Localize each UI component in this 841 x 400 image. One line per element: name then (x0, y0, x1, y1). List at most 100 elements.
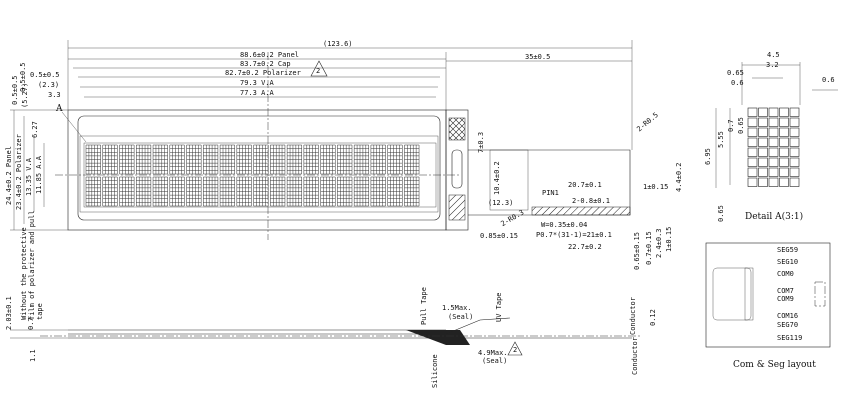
char-cell (119, 144, 135, 175)
detail-dot (779, 177, 789, 187)
uv-tape-label: UV Tape (495, 292, 503, 322)
layout-frame (705, 242, 831, 348)
dim-fpc-24: 2.4±0.3 (655, 228, 663, 258)
pull-tape-label: Pull Tape (420, 287, 428, 325)
detail-h695: 6.95 (704, 148, 712, 165)
com0-label: COM0 (777, 270, 794, 278)
dim-cap: 83.7±0.2 Cap (240, 60, 291, 68)
dim-side-thickness: 2.03±0.1 (5, 296, 13, 330)
seal-hatch-top (448, 117, 466, 141)
dim-fpc-104: 10.4±0.2 (493, 161, 501, 195)
dim-fpc-7: 7±0.3 (477, 131, 485, 153)
char-cell (169, 176, 185, 207)
detail-dot (789, 127, 800, 137)
dim-side-11: 1.1 (29, 349, 37, 362)
dim-012: 0.12 (649, 309, 657, 326)
cap-region (445, 109, 469, 231)
detail-dot (789, 157, 800, 167)
com9-label: COM9 (777, 295, 794, 303)
char-cell (353, 144, 370, 175)
detail-title: Detail A(3:1) (745, 212, 804, 222)
dim-left-top-05: 0.5±0.5 (11, 75, 19, 105)
dim-fpc-1b: 1±0.15 (665, 226, 673, 252)
view-area (79, 135, 439, 213)
ic-chip (451, 149, 463, 189)
char-cell (387, 144, 403, 175)
char-cell (102, 144, 118, 175)
char-cell (286, 176, 302, 207)
dim-fpc-1: 1±0.15 (643, 183, 669, 191)
layout-panel (712, 267, 752, 321)
silicone-label: Silicone (431, 354, 439, 388)
dim-fpc-44: 4.4±0.2 (675, 162, 683, 192)
revision-number: 2 (513, 346, 518, 354)
fpc-stiffener (489, 149, 529, 211)
detail-dot (758, 147, 768, 157)
pin1-label: PIN1 (542, 189, 559, 197)
char-cell (353, 176, 370, 207)
detail-dot (779, 167, 789, 177)
com-seg-layout (705, 242, 831, 348)
com7-label: COM7 (777, 287, 794, 295)
detail-dot (758, 167, 768, 177)
detail-h065: 0.65 (737, 117, 745, 134)
char-cell (370, 176, 386, 207)
detail-h555: 5.55 (717, 131, 725, 148)
detail-dot (789, 177, 800, 187)
detail-w06b: 0.6 (822, 76, 835, 84)
detail-dot (758, 177, 768, 187)
detail-dot (758, 157, 768, 167)
char-cell (286, 144, 302, 175)
dim-polarizer-height: 23.4±0.2 Polarizer (15, 134, 23, 210)
char-cell (219, 144, 235, 175)
detail-dot (779, 127, 789, 137)
detail-dot (779, 157, 789, 167)
detail-dot (758, 107, 768, 117)
detail-dot (768, 127, 779, 137)
side-view (10, 317, 640, 356)
char-cell (136, 176, 152, 207)
layout-title: Com & Seg layout (733, 360, 816, 370)
uv-tape-line (445, 317, 511, 335)
dim-left-33: 3.3 (48, 91, 61, 99)
seal-label-1: (Seal) (448, 313, 474, 321)
detail-dot (789, 117, 800, 127)
dim-panel-height: 24.4±0.2 Panel (5, 145, 13, 205)
detail-dot (768, 107, 779, 117)
seg119-label: SEG119 (777, 334, 803, 342)
detail-h065b: 0.65 (717, 205, 725, 222)
dim-overall: (123.6) (323, 40, 353, 48)
char-cell (387, 176, 403, 207)
dim-left-627: 6.27 (31, 121, 39, 138)
dim-fpc-207: 20.7±0.1 (568, 181, 602, 189)
char-cell (119, 176, 135, 207)
detail-a (715, 62, 838, 188)
conductor-label-bottom: Conductor (631, 337, 639, 375)
detail-dot (768, 137, 779, 147)
top-dimensions: (123.6) 88.6±0.2 Panel 83.7±0.2 Cap 82.7… (30, 40, 633, 150)
dim-va-height: 13.35 V.A (25, 158, 33, 196)
char-cell (320, 144, 336, 175)
detail-dot (758, 117, 768, 127)
char-cell (270, 176, 286, 207)
dim-fpc-2x08: 2-0.8±0.1 (572, 197, 610, 205)
detail-dot (789, 147, 800, 157)
dim-fpc-123: (12.3) (488, 199, 514, 207)
char-cell (136, 144, 152, 175)
char-cell (370, 144, 386, 175)
detail-dot (758, 127, 768, 137)
char-cell (337, 176, 353, 207)
dim-fpc-227: 22.7±0.2 (568, 243, 602, 251)
detail-dot (747, 167, 758, 177)
char-cell (404, 176, 420, 207)
detail-h07: 0.7 (727, 119, 735, 132)
char-cell (85, 176, 101, 207)
side-note: Without the protective film of polarizer… (20, 210, 44, 320)
seal-hatch-bottom (448, 194, 466, 221)
detail-dot (747, 117, 758, 127)
dim-left-05b: 0.5±0.5 (19, 62, 27, 92)
detail-dot (768, 167, 779, 177)
char-cell (253, 144, 269, 175)
com16-label: COM16 (777, 312, 799, 320)
